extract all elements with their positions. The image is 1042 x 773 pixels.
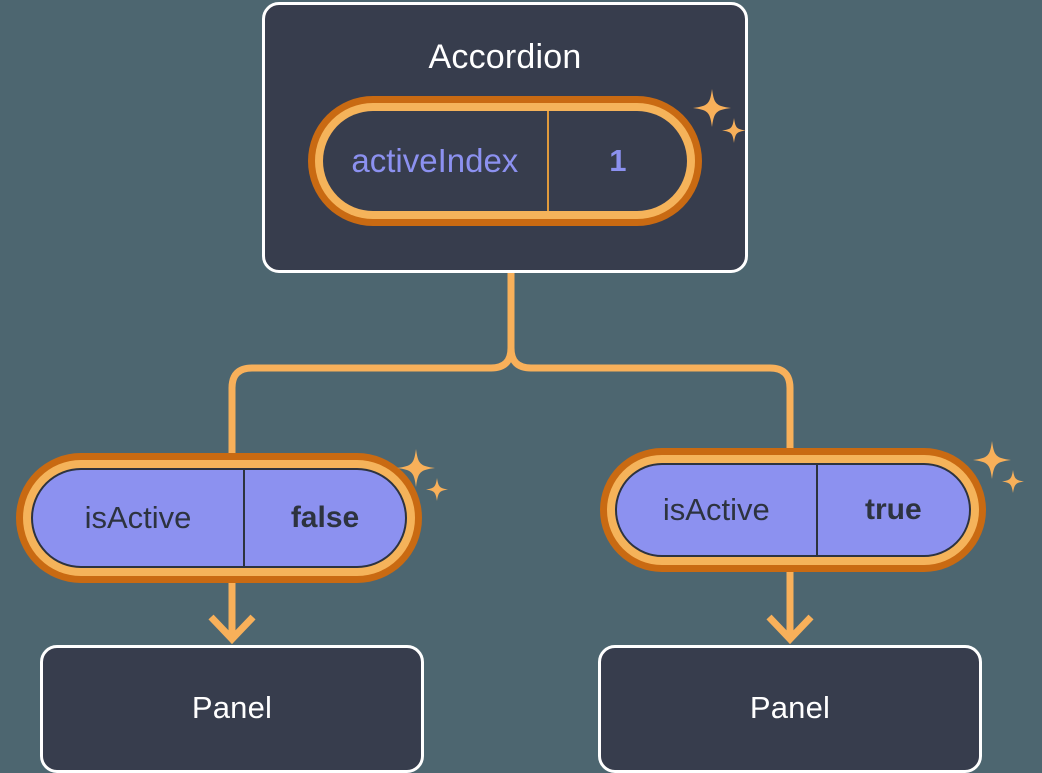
state-pill-is-active-true[interactable]: isActive true (600, 448, 986, 572)
state-pill-ring: isActive true (607, 455, 979, 565)
component-node-panel-right[interactable]: Panel (598, 645, 982, 773)
sparkle-star-small-icon (426, 478, 448, 501)
state-pill-is-active-false[interactable]: isActive false (16, 453, 422, 583)
component-title-panel: Panel (191, 690, 273, 725)
state-pill-body: isActive false (31, 468, 407, 568)
component-title-panel: Panel (749, 690, 831, 725)
state-key-label: isActive (617, 465, 818, 555)
state-pill-body: isActive true (615, 463, 971, 557)
arrow-down-icon-left (208, 614, 256, 645)
state-key-label: activeIndex (323, 111, 549, 211)
state-key-label: isActive (33, 470, 246, 566)
state-value-label: false (290, 501, 360, 534)
state-pill-ring: isActive false (23, 460, 415, 576)
state-pill-ring: activeIndex 1 (315, 103, 695, 219)
connector-root-to-branches (228, 269, 794, 461)
state-value-label: 1 (609, 143, 627, 178)
arrow-down-icon-right (766, 614, 814, 645)
component-title-accordion: Accordion (428, 38, 582, 76)
state-pill-body: activeIndex 1 (323, 111, 687, 211)
sparkle-star-large-icon (973, 441, 1011, 479)
sparkle-star-small-icon (1002, 470, 1024, 493)
component-node-panel-left[interactable]: Panel (40, 645, 424, 773)
state-value-label: true (864, 493, 922, 526)
state-pill-active-index[interactable]: activeIndex 1 (308, 96, 702, 226)
